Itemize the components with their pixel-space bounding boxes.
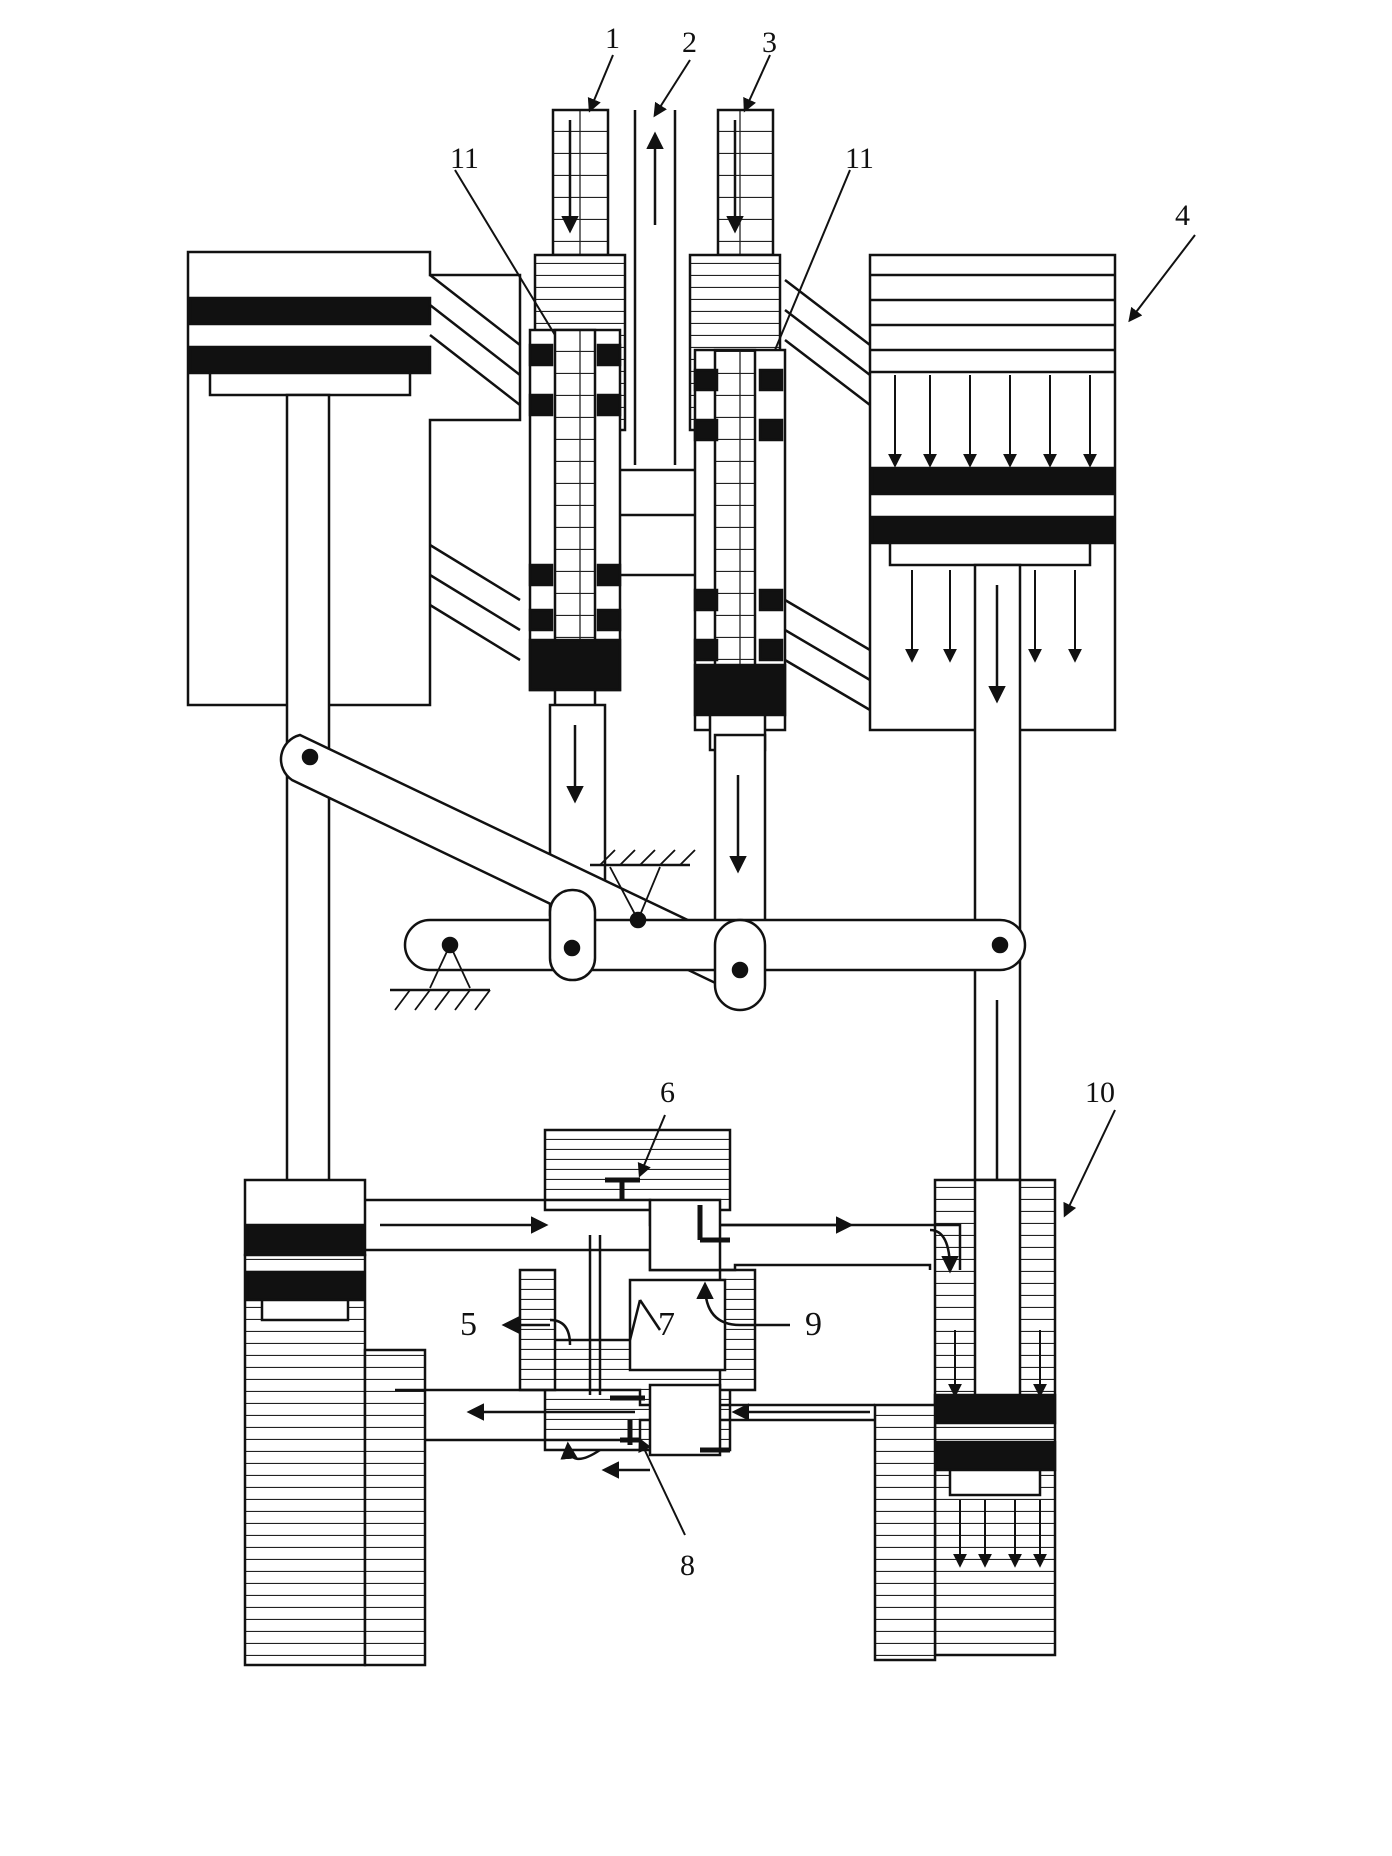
lower-right-cylinder: [873, 1178, 1057, 1662]
label-1: 1: [605, 22, 620, 55]
label-10: 10: [1085, 1076, 1115, 1109]
inlet-pipe-1: [551, 108, 610, 257]
label-11-left: 11: [450, 142, 479, 175]
label-7: 7: [658, 1306, 675, 1343]
inlet-pipe-3: [716, 108, 775, 257]
label-leaders: [454, 54, 1196, 1536]
label-2: 2: [682, 26, 697, 59]
label-6: 6: [660, 1076, 675, 1109]
label-3: 3: [762, 26, 777, 59]
left-piston-rod: [285, 393, 331, 1257]
distributor-block: [365, 1128, 962, 1479]
label-11-right: 11: [845, 142, 874, 175]
label-5: 5: [460, 1306, 477, 1343]
right-valve-column: [693, 279, 871, 937]
left-valve-column: [528, 328, 622, 917]
label-4: 4: [1175, 199, 1190, 232]
left-upper-cylinder: [186, 250, 522, 707]
exhaust-pipe-2: [633, 110, 677, 465]
label-8: 8: [680, 1549, 695, 1582]
label-9: 9: [805, 1306, 822, 1343]
lower-left-cylinder: [243, 1178, 427, 1667]
linkage-mechanism: [279, 733, 1027, 1012]
